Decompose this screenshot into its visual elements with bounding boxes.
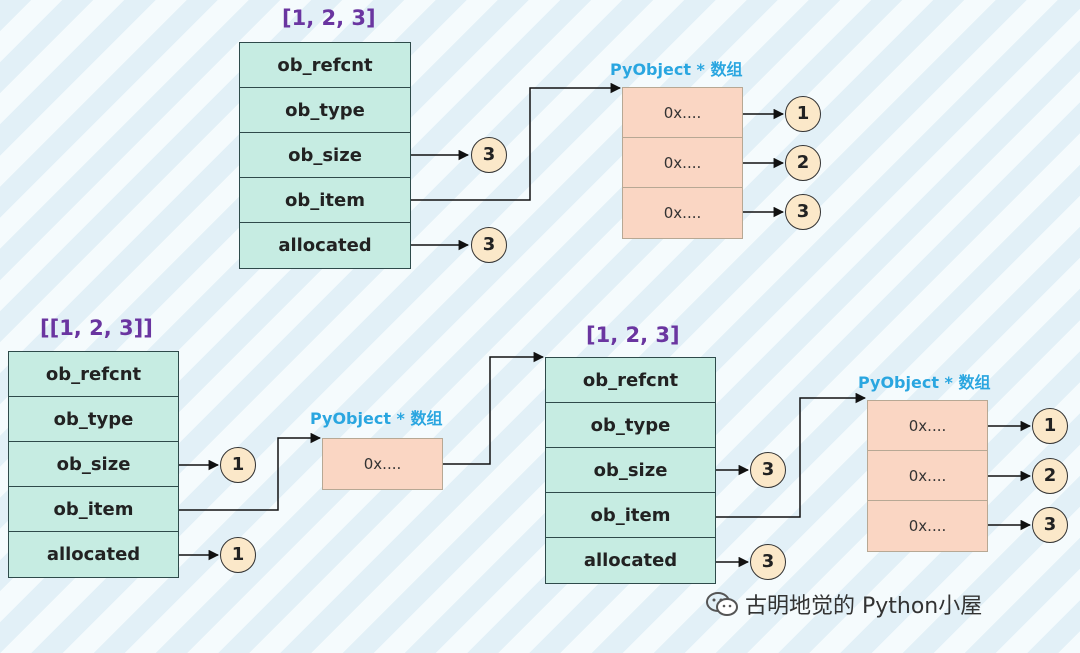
arrow-outer-cell <box>443 351 545 465</box>
arrow-outer-item <box>178 432 322 511</box>
watermark: 古明地觉的 Python小屋 <box>705 588 982 620</box>
inner-field-ob-size: ob_size <box>546 448 715 493</box>
inner-list-title: [1, 2, 3] <box>586 323 680 347</box>
outer-allocated-value: 1 <box>220 537 256 573</box>
top-list-title: [1, 2, 3] <box>282 6 376 30</box>
inner-target-1: 1 <box>1032 408 1068 444</box>
outer-field-ob-size: ob_size <box>9 442 178 487</box>
top-field-ob-size: ob_size <box>240 133 410 178</box>
top-allocated-value: 3 <box>471 227 507 263</box>
top-field-allocated: allocated <box>240 223 410 268</box>
inner-array-cell-3: 0x.... <box>868 501 987 551</box>
top-array-cell-2: 0x.... <box>623 138 742 188</box>
inner-size-value: 3 <box>750 452 786 488</box>
top-field-ob-item: ob_item <box>240 178 410 223</box>
inner-field-allocated: allocated <box>546 538 715 583</box>
wechat-icon <box>706 592 738 616</box>
top-target-1: 1 <box>785 96 821 132</box>
outer-array-title: PyObject * 数组 <box>310 409 443 428</box>
inner-allocated-value: 3 <box>750 544 786 580</box>
inner-target-2: 2 <box>1032 458 1068 494</box>
outer-field-allocated: allocated <box>9 532 178 577</box>
inner-array-title: PyObject * 数组 <box>858 373 991 392</box>
inner-field-ob-item: ob_item <box>546 493 715 538</box>
inner-array-cell-1: 0x.... <box>868 401 987 451</box>
top-field-ob-type: ob_type <box>240 88 410 133</box>
outer-size-value: 1 <box>220 447 256 483</box>
outer-pointer-array: 0x.... <box>322 438 443 490</box>
arrow-top-item <box>410 82 622 201</box>
outer-array-cell-1: 0x.... <box>323 439 442 489</box>
inner-array-cell-2: 0x.... <box>868 451 987 501</box>
top-array-cell-1: 0x.... <box>623 88 742 138</box>
outer-list-title: [[1, 2, 3]] <box>40 316 153 340</box>
outer-field-ob-refcnt: ob_refcnt <box>9 352 178 397</box>
outer-field-ob-type: ob_type <box>9 397 178 442</box>
top-list-struct: ob_refcnt ob_type ob_size ob_item alloca… <box>239 42 411 269</box>
inner-list-struct: ob_refcnt ob_type ob_size ob_item alloca… <box>545 357 716 584</box>
top-array-cell-3: 0x.... <box>623 188 742 238</box>
top-size-value: 3 <box>471 137 507 173</box>
outer-list-struct: ob_refcnt ob_type ob_size ob_item alloca… <box>8 351 179 578</box>
inner-field-ob-type: ob_type <box>546 403 715 448</box>
outer-field-ob-item: ob_item <box>9 487 178 532</box>
arrow-inner-item <box>715 392 867 518</box>
inner-target-3: 3 <box>1032 507 1068 543</box>
top-array-title: PyObject * 数组 <box>610 60 743 79</box>
top-pointer-array: 0x.... 0x.... 0x.... <box>622 87 743 239</box>
top-target-2: 2 <box>785 145 821 181</box>
top-target-3: 3 <box>785 194 821 230</box>
watermark-text: 古明地觉的 Python小屋 <box>745 594 983 619</box>
top-field-ob-refcnt: ob_refcnt <box>240 43 410 88</box>
inner-field-ob-refcnt: ob_refcnt <box>546 358 715 403</box>
inner-pointer-array: 0x.... 0x.... 0x.... <box>867 400 988 552</box>
